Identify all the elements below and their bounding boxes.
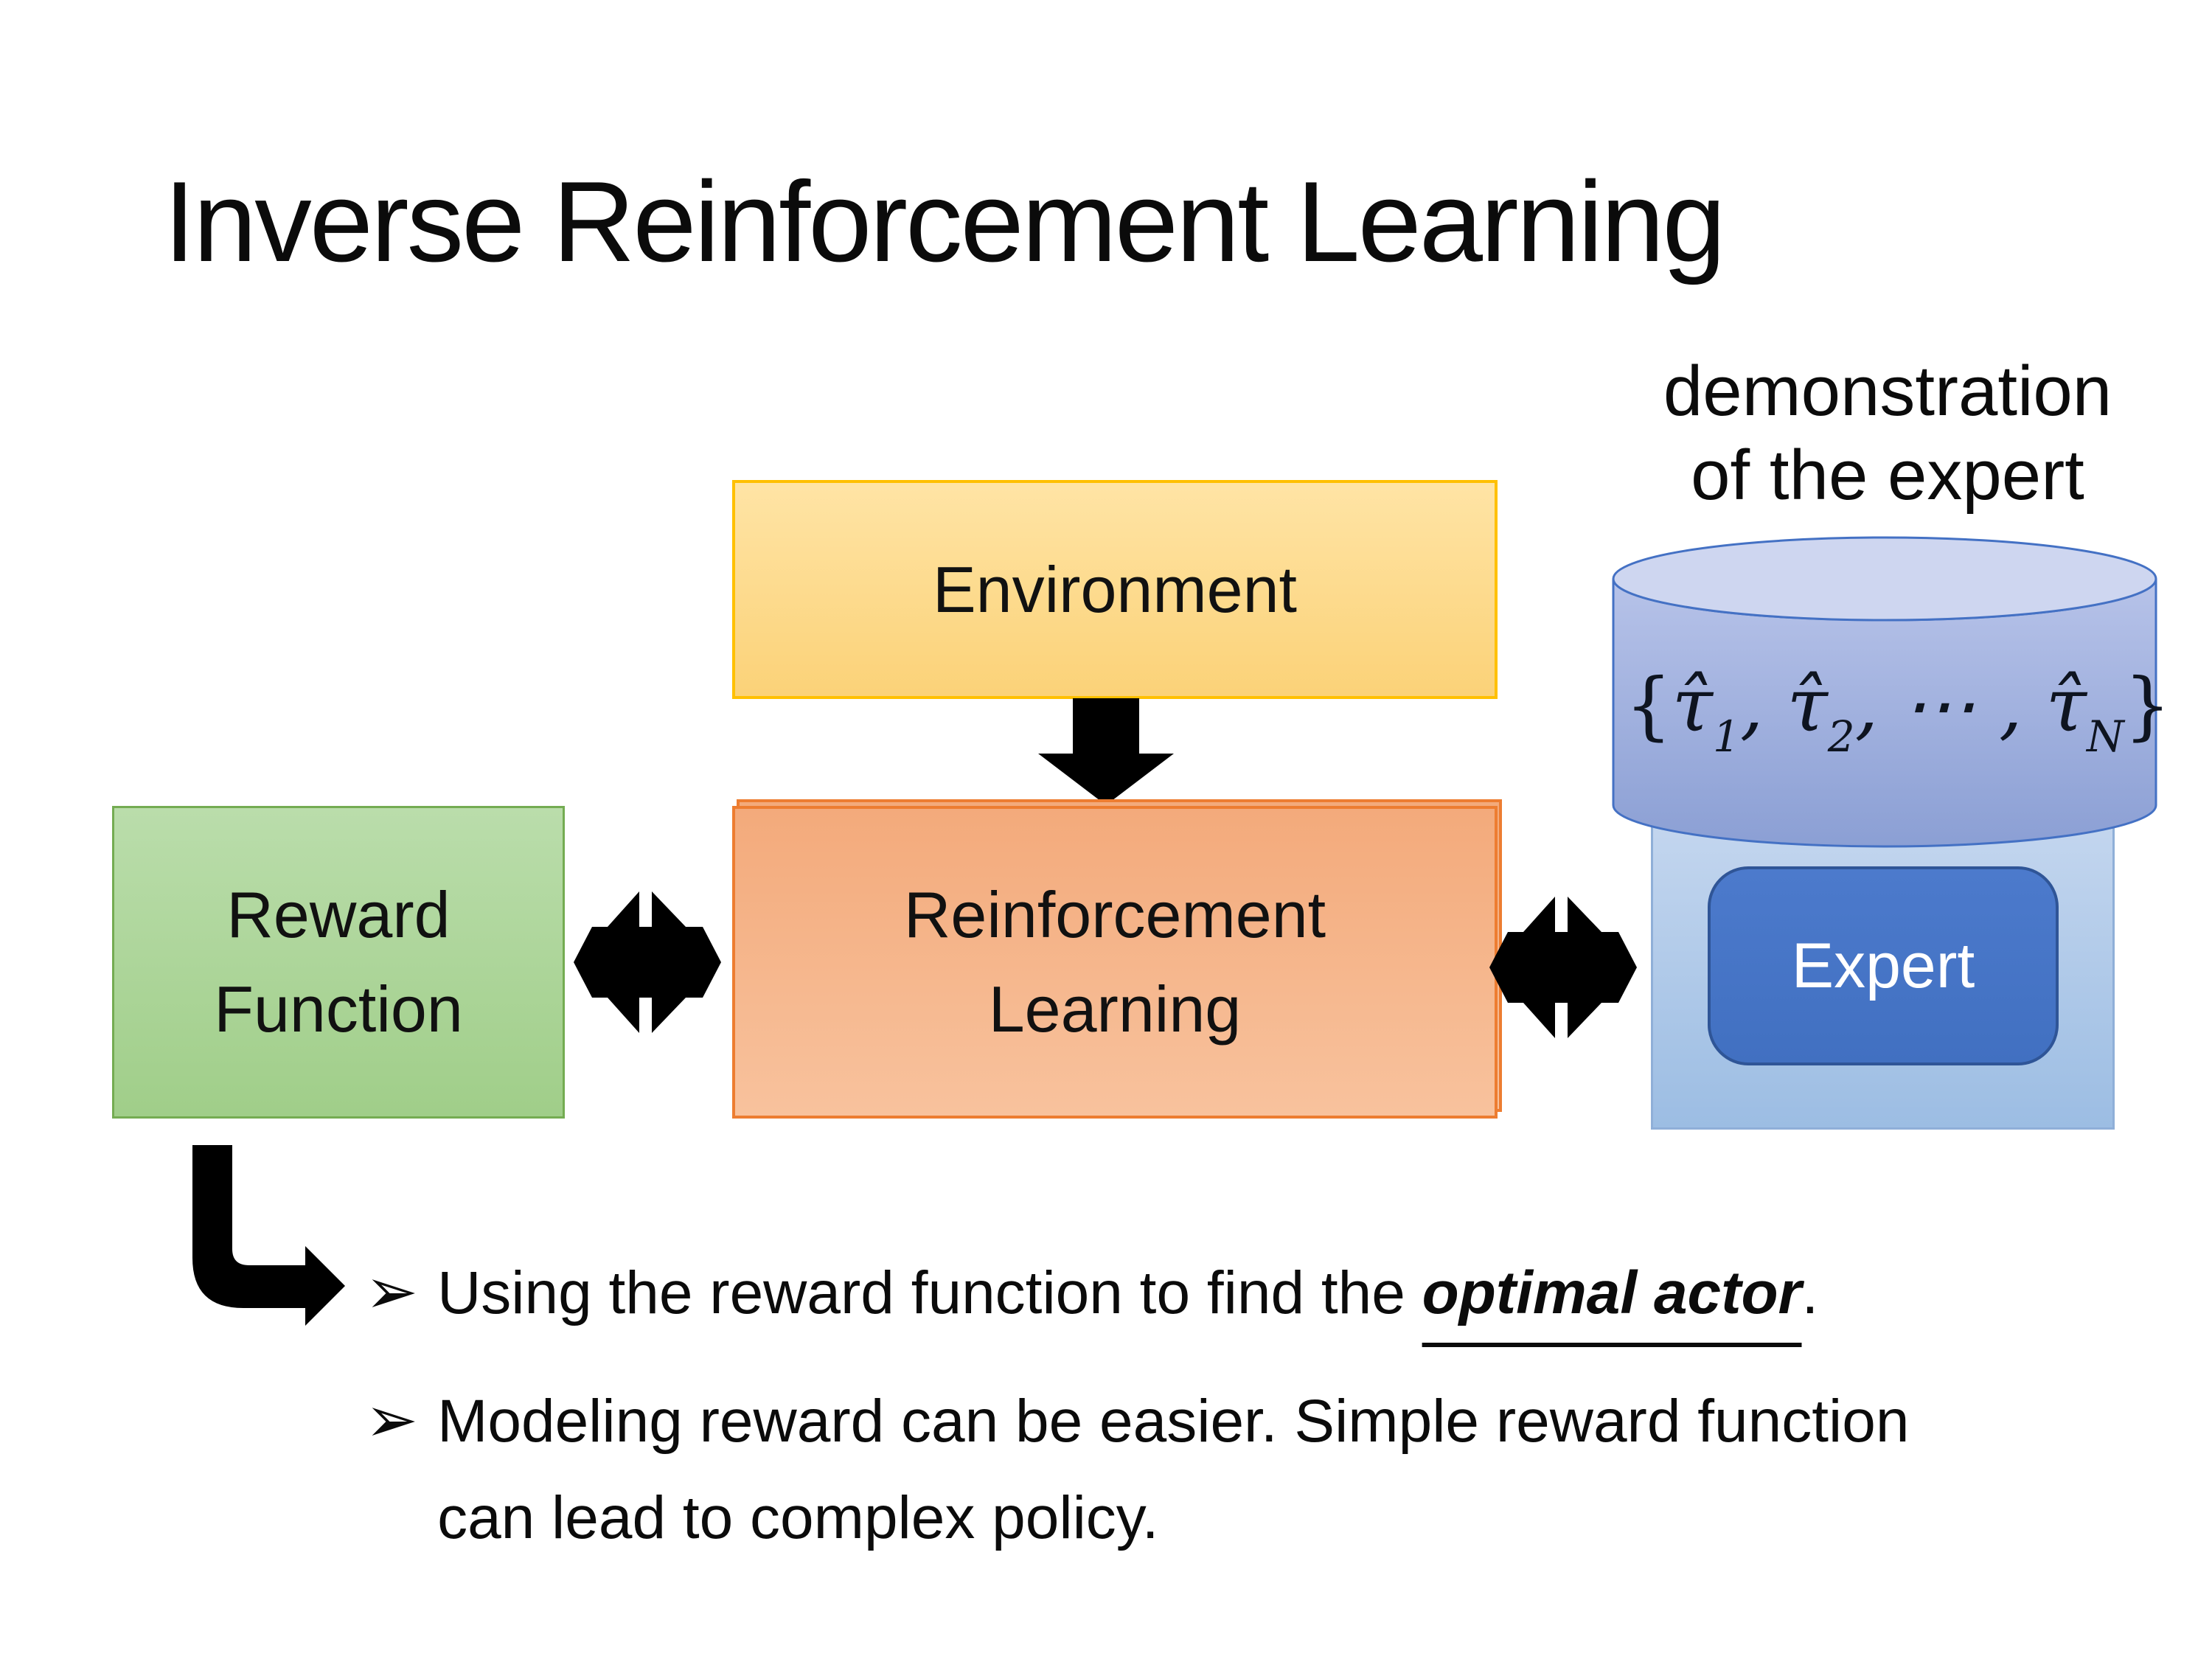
reinforcement-learning-box: Reinforcement Learning [732,806,1498,1119]
trajectory-set-formula: {τ̂1, τ̂2, ⋯ , τ̂N} [1625,662,2171,762]
database-cylinder-icon [1612,536,2157,848]
demonstration-caption-line2: of the expert [1691,436,2084,515]
reinforcement-learning-label: Reinforcement Learning [903,878,1326,1046]
environment-label: Environment [932,552,1297,626]
reward-function-label: Reward Function [214,878,463,1046]
double-arrow-icon [574,891,721,1033]
environment-box: Environment [732,480,1498,699]
double-arrow-icon [1489,897,1637,1038]
demonstration-caption-line1: demonstration [1663,352,2112,431]
bullet-item-modeling-reward: ➢ Modeling reward can be easier. Simple … [365,1373,1978,1566]
optimal-actor-emphasis: optimal actor [1422,1259,1802,1326]
bullet-text: Using the reward function to find the op… [437,1259,1819,1326]
demonstration-caption: demonstration of the expert [1556,349,2212,518]
bullet-arrowhead-icon: ➢ [365,1256,419,1327]
expert-label: Expert [1791,930,1975,1001]
page-title: Inverse Reinforcement Learning [164,158,1726,285]
bullet-item-optimal-actor: ➢ Using the reward function to find the … [365,1246,1818,1340]
bullet-text: Modeling reward can be easier. Simple re… [437,1388,1910,1552]
elbow-right-arrow-icon [192,1145,345,1326]
bullet-arrowhead-icon: ➢ [365,1385,419,1455]
expert-box: Expert [1708,866,2059,1065]
reward-function-box: Reward Function [112,806,565,1119]
down-arrow-icon [1038,698,1174,805]
